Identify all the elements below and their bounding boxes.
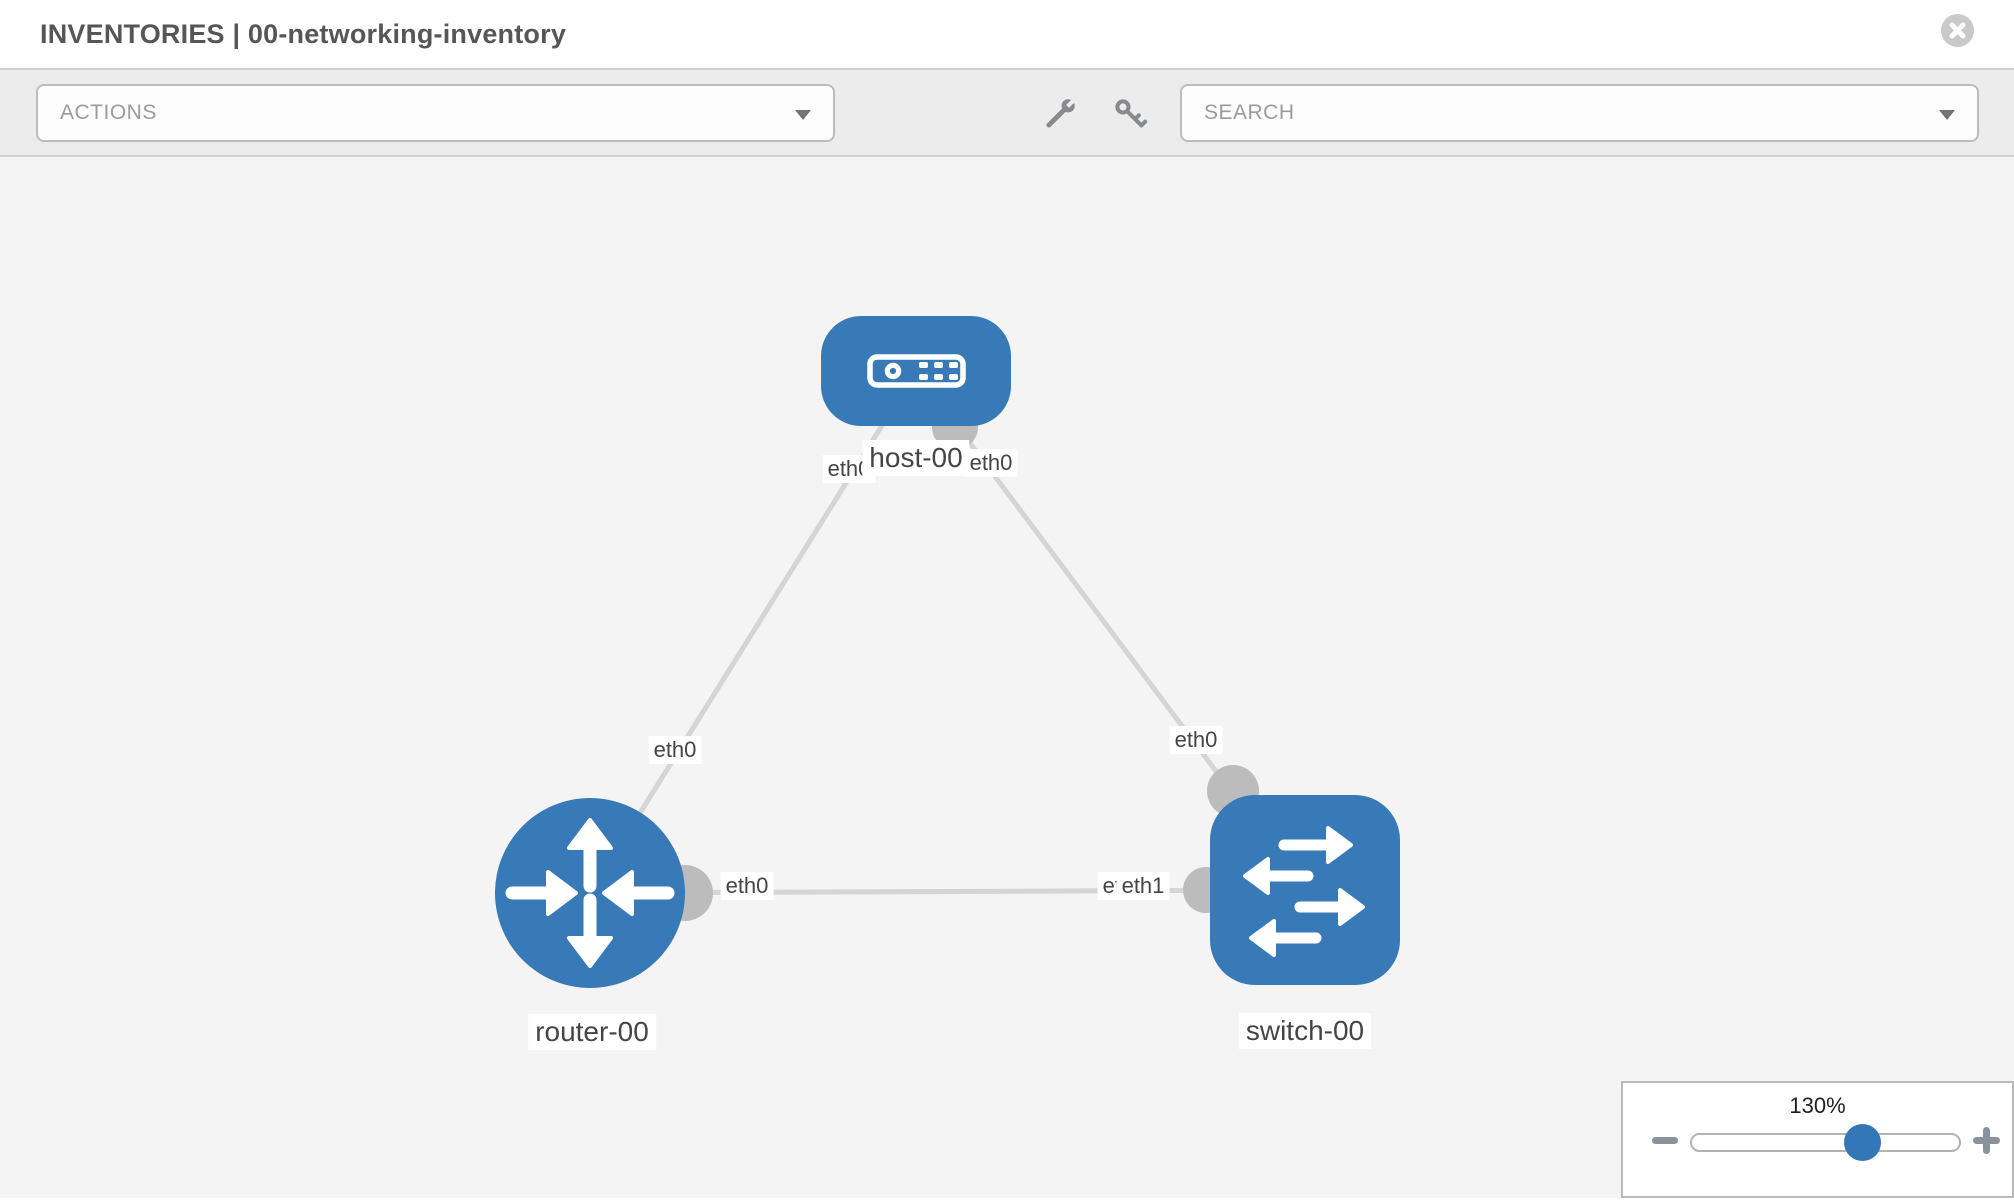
search-dropdown-label: SEARCH: [1204, 101, 1295, 124]
topology-toolbar: ACTIONS SEARCH: [0, 70, 2014, 157]
interface-label: eth0: [1169, 726, 1223, 754]
actions-dropdown-label: ACTIONS: [60, 101, 157, 124]
node-host-00[interactable]: [821, 316, 1011, 426]
wrench-icon[interactable]: [1042, 96, 1078, 132]
switch-node-shape[interactable]: [1210, 795, 1400, 985]
link-endpoint-dots: [657, 404, 1259, 921]
page-title: INVENTORIES | 00-networking-inventory: [40, 19, 567, 49]
minus-icon[interactable]: [1652, 1137, 1678, 1144]
node-label-router: router-00: [528, 1014, 656, 1050]
chevron-down-icon: [795, 110, 811, 120]
close-button[interactable]: [1941, 14, 1974, 47]
zoom-slider-track[interactable]: [1690, 1133, 1961, 1152]
node-router-00[interactable]: [495, 798, 685, 988]
host-node-shape[interactable]: [821, 316, 1011, 426]
switch-icon: [1243, 826, 1365, 957]
interface-label: eth1: [1116, 872, 1170, 900]
host-icon: [867, 354, 966, 388]
interface-label: eth0: [648, 736, 702, 764]
breadcrumb-header: INVENTORIES | 00-networking-inventory: [0, 0, 2014, 70]
zoom-control-panel: 130%: [1621, 1081, 2014, 1198]
zoom-level-value: 130%: [1789, 1093, 1846, 1118]
router-icon: [505, 818, 675, 968]
interface-label: eth0: [964, 449, 1018, 477]
search-dropdown[interactable]: SEARCH: [1180, 84, 1979, 142]
router-node-shape[interactable]: [495, 798, 685, 988]
interface-label: eth0: [720, 872, 774, 900]
node-label-switch: switch-00: [1238, 1013, 1372, 1049]
node-switch-00[interactable]: [1210, 795, 1400, 985]
zoom-slider-thumb[interactable]: [1844, 1124, 1881, 1161]
actions-dropdown[interactable]: ACTIONS: [36, 84, 835, 142]
zoom-slider[interactable]: [1690, 1123, 1961, 1163]
chevron-down-icon: [1939, 110, 1955, 120]
plus-icon[interactable]: [1973, 1127, 2000, 1154]
node-label-host: host-00: [862, 440, 970, 476]
key-icon[interactable]: [1112, 96, 1148, 132]
close-icon: [1949, 22, 1966, 39]
topology-canvas[interactable]: eth0 eth0 eth0 eth0 eth0 eth0 eth1 host-…: [0, 157, 2014, 1198]
